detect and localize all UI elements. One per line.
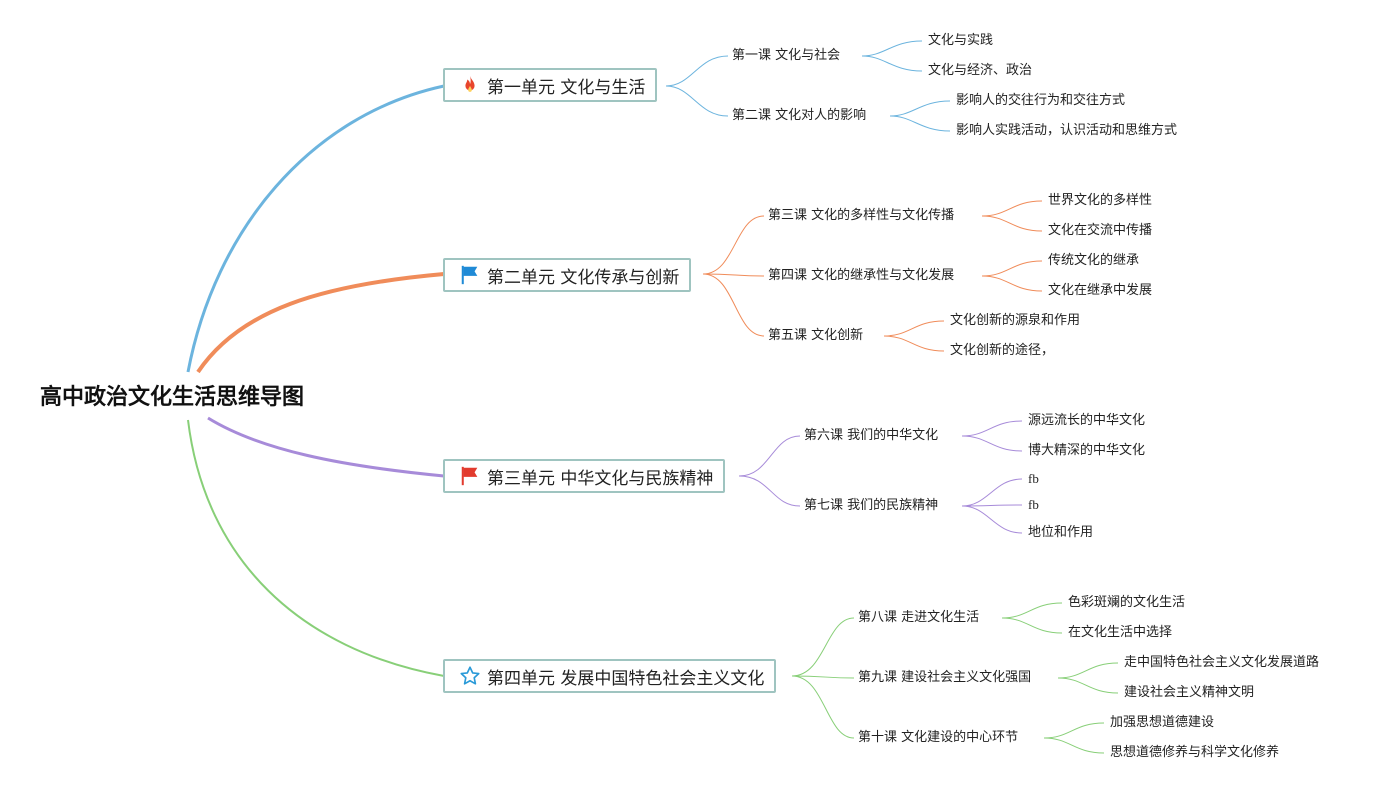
leaf-node[interactable]: 影响人的交往行为和交往方式 (956, 93, 1126, 108)
lesson6-connector-leaf2 (961, 435, 1023, 452)
leaf-node[interactable]: 博大精深的中华文化 (1028, 443, 1146, 458)
lesson7-connector-leaf2 (961, 504, 1023, 507)
leaf-node[interactable]: 文化创新的源泉和作用 (950, 313, 1081, 328)
unit1-connector-lesson2 (665, 85, 729, 117)
leaf-node[interactable]: fb (1028, 471, 1039, 486)
lesson5-connector-leaf1 (883, 320, 945, 337)
lesson10-connector-leaf1 (1043, 722, 1105, 739)
unit-node-2[interactable]: 第二单元 文化传承与创新 (443, 258, 692, 292)
lesson-node-3[interactable]: 第三课 文化的多样性与文化传播 (768, 208, 955, 223)
leaf-node[interactable]: 走中国特色社会主义文化发展道路 (1124, 655, 1320, 670)
lesson2-connector-leaf1 (889, 100, 951, 117)
leaf-node[interactable]: 世界文化的多样性 (1048, 193, 1153, 208)
leaf-node[interactable]: fb (1028, 497, 1039, 512)
lesson1-connector-leaf2 (861, 55, 923, 72)
leaf-node[interactable]: 文化与经济、政治 (928, 63, 1033, 78)
leaf-node[interactable]: 在文化生活中选择 (1068, 625, 1173, 640)
unit4-connector-lesson10 (791, 675, 855, 739)
unit-node-1[interactable]: 第一单元 文化与生活 (443, 68, 658, 102)
lesson5-connector-leaf2 (883, 335, 945, 352)
unit2-connector-lesson3 (702, 215, 765, 275)
lesson-node-6[interactable]: 第六课 我们的中华文化 (804, 428, 939, 443)
unit2-connector-lesson5 (702, 273, 765, 337)
root-topic[interactable]: 高中政治文化生活思维导图 (40, 385, 305, 410)
red-flag-icon (459, 465, 481, 487)
lesson8-connector-leaf2 (1001, 617, 1063, 634)
lesson2-connector-leaf2 (889, 115, 951, 132)
lesson-node-10[interactable]: 第十课 文化建设的中心环节 (858, 730, 1019, 745)
unit-label: 第三单元 中华文化与民族精神 (487, 468, 714, 489)
lesson1-connector-leaf1 (861, 40, 923, 57)
leaf-node[interactable]: 传统文化的继承 (1048, 253, 1140, 268)
lesson9-connector-leaf2 (1057, 677, 1119, 694)
leaf-node[interactable]: 文化创新的途径， (950, 343, 1055, 358)
leaf-node[interactable]: 文化在继承中发展 (1048, 283, 1153, 298)
lesson10-connector-leaf2 (1043, 737, 1105, 754)
lesson4-connector-leaf2 (981, 275, 1043, 292)
leaf-node[interactable]: 源远流长的中华文化 (1028, 413, 1146, 428)
unit4-connector-lesson8 (791, 617, 855, 677)
leaf-node[interactable]: 文化与实践 (928, 33, 994, 48)
lesson3-connector-leaf2 (981, 215, 1043, 232)
root-connector-unit2 (196, 272, 445, 374)
lesson-node-8[interactable]: 第八课 走进文化生活 (858, 610, 980, 625)
lesson4-connector-leaf1 (981, 260, 1043, 277)
leaf-node[interactable]: 色彩斑斓的文化生活 (1068, 595, 1186, 610)
root-connector-unit4 (187, 419, 445, 677)
leaf-node[interactable]: 加强思想道德建设 (1110, 715, 1215, 730)
unit3-connector-lesson7 (738, 475, 801, 507)
lesson-node-7[interactable]: 第七课 我们的民族精神 (804, 498, 939, 513)
leaf-node[interactable]: 文化在交流中传播 (1048, 223, 1153, 238)
lesson-node-2[interactable]: 第二课 文化对人的影响 (732, 108, 867, 123)
leaf-node[interactable]: 影响人实践活动，认识活动和思维方式 (956, 123, 1178, 138)
star-icon (459, 665, 481, 687)
unit3-connector-lesson6 (738, 435, 801, 477)
unit2-connector-lesson4 (702, 273, 765, 277)
lesson7-connector-leaf3 (961, 505, 1023, 534)
unit-label: 第一单元 文化与生活 (487, 77, 646, 98)
leaf-node[interactable]: 建设社会主义精神文明 (1124, 685, 1255, 700)
lesson-node-5[interactable]: 第五课 文化创新 (768, 328, 864, 343)
unit-node-4[interactable]: 第四单元 发展中国特色社会主义文化 (443, 659, 777, 693)
root-connector-unit3 (207, 416, 445, 478)
root-connector-unit1 (186, 84, 445, 373)
leaf-node[interactable]: 地位和作用 (1028, 525, 1094, 540)
lesson3-connector-leaf1 (981, 200, 1043, 217)
unit-node-3[interactable]: 第三单元 中华文化与民族精神 (443, 459, 726, 493)
lesson-node-1[interactable]: 第一课 文化与社会 (732, 48, 841, 63)
lesson8-connector-leaf1 (1001, 602, 1063, 619)
lesson-node-4[interactable]: 第四课 文化的继承性与文化发展 (768, 268, 955, 283)
blue-flag-icon (459, 264, 481, 286)
lesson7-connector-leaf1 (961, 478, 1023, 507)
lesson6-connector-leaf1 (961, 420, 1023, 437)
unit-label: 第四单元 发展中国特色社会主义文化 (487, 668, 765, 689)
unit-label: 第二单元 文化传承与创新 (487, 267, 680, 288)
leaf-node[interactable]: 思想道德修养与科学文化修养 (1110, 745, 1280, 760)
lesson-node-9[interactable]: 第九课 建设社会主义文化强国 (858, 670, 1032, 685)
unit1-connector-lesson1 (665, 55, 729, 87)
lesson9-connector-leaf1 (1057, 662, 1119, 679)
flame-icon (459, 74, 481, 96)
unit4-connector-lesson9 (791, 675, 855, 679)
